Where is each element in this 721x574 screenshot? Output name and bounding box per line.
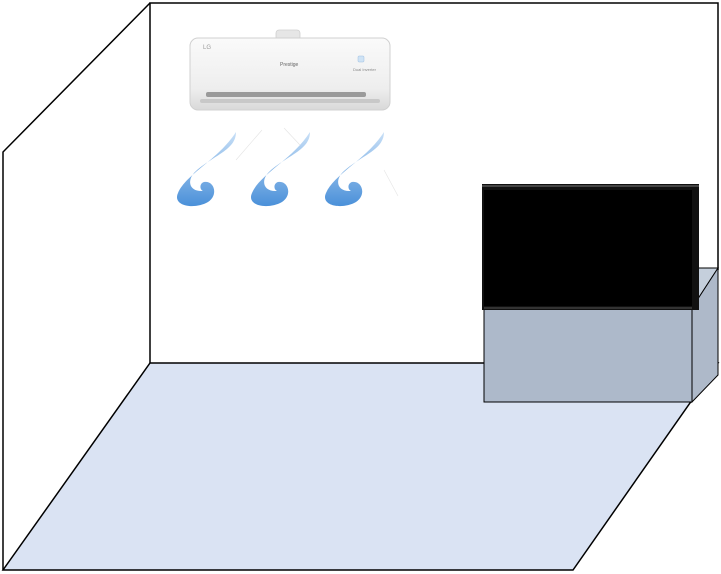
cabinet-front bbox=[483, 307, 693, 403]
airflow-guide-line bbox=[383, 169, 399, 197]
tv-screen bbox=[484, 190, 692, 306]
television-icon bbox=[482, 184, 699, 310]
airflow-guide-line bbox=[283, 127, 301, 146]
airflow-wave-icon bbox=[324, 132, 384, 207]
airflow-wave-icon bbox=[176, 132, 236, 207]
ac-louver bbox=[200, 99, 380, 103]
ac-brand-label: LG bbox=[203, 45, 211, 51]
ac-vent bbox=[206, 92, 366, 97]
airflow-wave-icon bbox=[250, 132, 310, 207]
airflow bbox=[176, 127, 399, 207]
airflow-guide-line bbox=[235, 129, 263, 161]
ac-indicator bbox=[357, 55, 365, 63]
back-wall-outline bbox=[149, 2, 719, 363]
ac-panel-label: Dual Inverter bbox=[353, 67, 377, 72]
left-wall-outline bbox=[2, 2, 151, 570]
ac-model-label: Prestige bbox=[280, 62, 299, 68]
air-conditioner-icon: LG Prestige Dual Inverter bbox=[189, 29, 391, 111]
